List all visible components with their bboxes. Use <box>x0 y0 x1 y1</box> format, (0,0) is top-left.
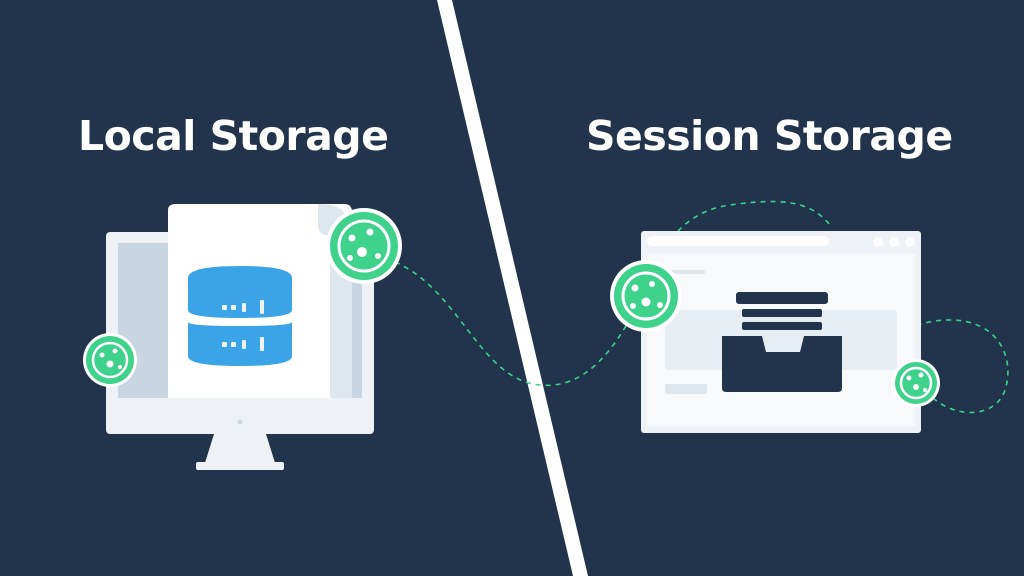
cookie-icon <box>610 260 682 332</box>
inbox-tray-icon <box>722 292 842 392</box>
browser-window-icon <box>641 231 921 433</box>
divider-line <box>437 0 588 576</box>
session-storage-title: Session Storage <box>586 112 953 160</box>
local-storage-title: Local Storage <box>78 112 389 160</box>
cookie-icon <box>892 359 940 407</box>
cookie-icon <box>83 333 137 387</box>
database-icon <box>188 266 292 366</box>
cookie-icon <box>326 208 402 284</box>
